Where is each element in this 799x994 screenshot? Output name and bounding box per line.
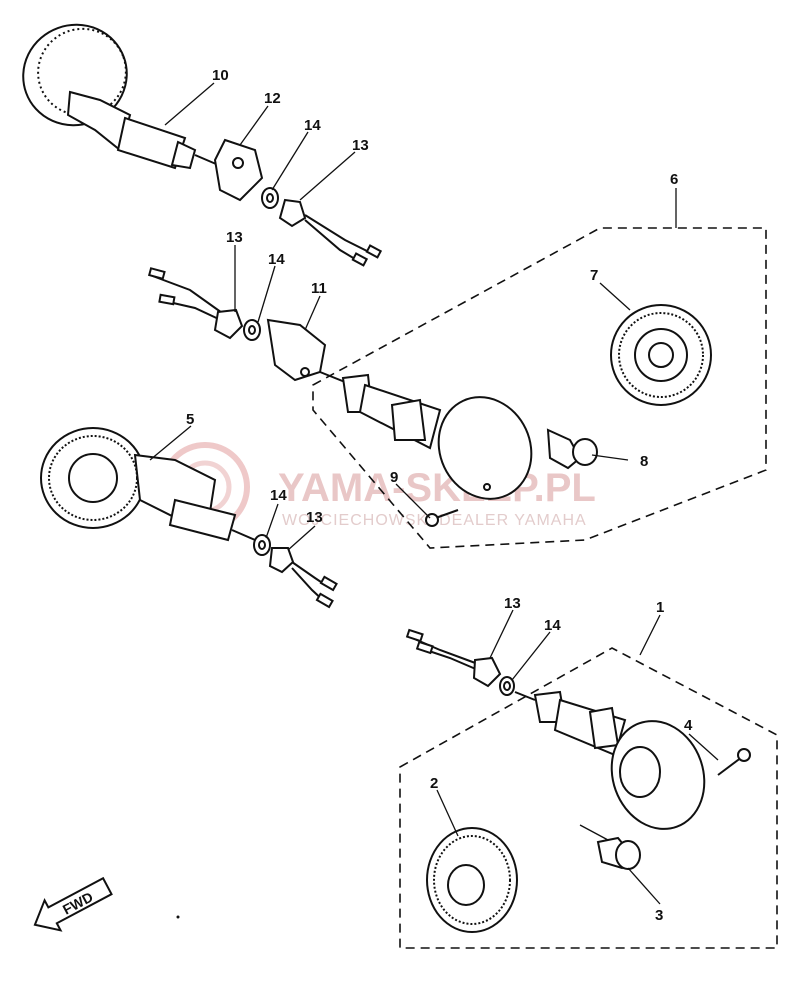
- callout-14: 14: [544, 617, 561, 634]
- callout-14: 14: [304, 117, 321, 134]
- watermark: YAMA-SKLEP.PL WOJCIECHOWSKI DEALER YAMAH…: [160, 442, 596, 532]
- callout-1: 1: [656, 599, 664, 616]
- forward-direction-badge: FWD: [33, 876, 113, 932]
- callout-13: 13: [352, 137, 369, 154]
- leader-lines: [149, 82, 719, 905]
- callout-11: 11: [311, 280, 327, 297]
- callout-10: 10: [212, 67, 229, 84]
- callout-14: 14: [270, 487, 287, 504]
- front-left-flasher-assembly: [40, 427, 338, 609]
- callout-3: 3: [655, 907, 663, 924]
- callout-14: 14: [268, 251, 285, 268]
- callout-9: 9: [390, 469, 398, 486]
- callout-8: 8: [640, 453, 648, 470]
- callout-12: 12: [264, 90, 281, 107]
- rear-right-flasher-assembly: [147, 227, 767, 549]
- callout-13: 13: [504, 595, 521, 612]
- stray-mark: [176, 915, 180, 919]
- callout-2: 2: [430, 775, 438, 792]
- callout-5: 5: [186, 411, 194, 428]
- forward-arrow-icon: [33, 876, 113, 932]
- callout-6: 6: [670, 171, 678, 188]
- front-right-flasher-assembly: [399, 628, 778, 949]
- callout-13: 13: [306, 509, 323, 526]
- callout-4: 4: [684, 717, 693, 734]
- callout-labels: 10 12 14 13 6 13 14 11 7 5 8 9 14 13 1 1…: [186, 67, 693, 924]
- rear-left-flasher-assembly: [22, 23, 383, 267]
- watermark-title: YAMA-SKLEP.PL: [278, 466, 596, 510]
- callout-13: 13: [226, 229, 243, 246]
- callout-7: 7: [590, 267, 598, 284]
